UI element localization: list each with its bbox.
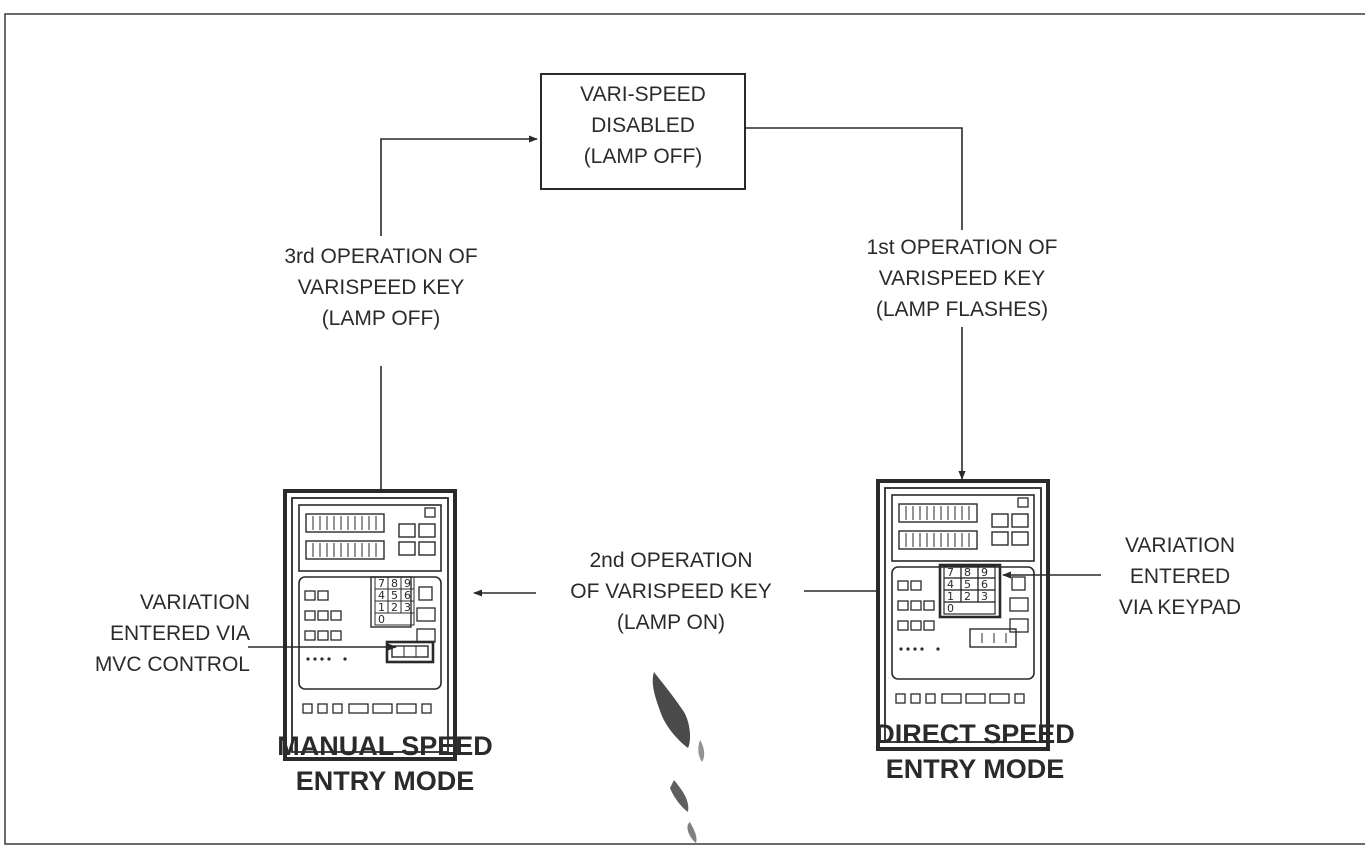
connector-first-upper bbox=[745, 127, 963, 230]
keypad-digit: 6 bbox=[404, 589, 411, 602]
keypad-digit: 0 bbox=[378, 613, 385, 626]
keypad-digit: 1 bbox=[947, 590, 954, 603]
direct-mode-title: DIRECT SPEED ENTRY MODE bbox=[830, 717, 1120, 787]
top-box-line-2: DISABLED bbox=[591, 114, 695, 137]
manual-mode-line-1: MANUAL SPEED bbox=[277, 731, 493, 761]
keypad-digit: 8 bbox=[964, 566, 971, 579]
direct-input-line-3: VIA KEYPAD bbox=[1118, 596, 1242, 619]
direct-mvc-control bbox=[969, 628, 1017, 648]
manual-input-line-3: MVC CONTROL bbox=[94, 653, 250, 676]
top-box-line-1: VARI-SPEED bbox=[580, 83, 706, 106]
vari-speed-disabled-box bbox=[540, 73, 746, 190]
first-operation-line-1: 1st OPERATION OF bbox=[866, 236, 1058, 259]
vari-speed-disabled-label: VARI-SPEED DISABLED (LAMP OFF) bbox=[543, 75, 743, 172]
manual-mode-line-2: ENTRY MODE bbox=[295, 766, 475, 796]
keypad-digit: 5 bbox=[391, 589, 398, 602]
direct-keypad bbox=[938, 563, 1002, 619]
manual-input-line-2: ENTERED VIA bbox=[109, 622, 250, 645]
keypad-key bbox=[374, 612, 415, 626]
outer-frame bbox=[4, 13, 1365, 845]
keypad-digit: 5 bbox=[964, 578, 971, 591]
third-operation-label: 3rd OPERATION OF VARISPEED KEY (LAMP OFF… bbox=[244, 241, 518, 334]
manual-input-annotation: VARIATION ENTERED VIA MVC CONTROL bbox=[40, 587, 250, 680]
second-operation-label: 2nd OPERATION OF VARISPEED KEY (LAMP ON) bbox=[530, 545, 812, 638]
second-operation-line-3: (LAMP ON) bbox=[616, 611, 726, 634]
keypad-digit: 9 bbox=[404, 577, 411, 590]
keypad-digit: 4 bbox=[378, 589, 385, 602]
third-operation-line-3: (LAMP OFF) bbox=[321, 307, 441, 330]
keypad-digit: 6 bbox=[981, 578, 988, 591]
keypad-digit: 4 bbox=[947, 578, 954, 591]
direct-mode-line-2: ENTRY MODE bbox=[885, 754, 1065, 784]
second-operation-line-1: 2nd OPERATION bbox=[589, 549, 753, 572]
mvc-control bbox=[385, 640, 435, 664]
third-operation-line-1: 3rd OPERATION OF bbox=[284, 245, 478, 268]
keypad-digit: 2 bbox=[964, 590, 971, 603]
keypad-digit: 2 bbox=[391, 601, 398, 614]
direct-input-line-2: ENTERED bbox=[1129, 565, 1231, 588]
first-operation-line-2: VARISPEED KEY bbox=[878, 267, 1046, 290]
manual-console-device bbox=[283, 489, 457, 761]
keypad-digit: 9 bbox=[981, 566, 988, 579]
keypad-digit: 3 bbox=[404, 601, 411, 614]
keypad-digit: 8 bbox=[391, 577, 398, 590]
keypad-digit: 0 bbox=[947, 602, 954, 615]
third-operation-line-2: VARISPEED KEY bbox=[297, 276, 465, 299]
keypad-digit: 7 bbox=[947, 566, 954, 579]
manual-input-line-1: VARIATION bbox=[139, 591, 250, 614]
first-operation-label: 1st OPERATION OF VARISPEED KEY (LAMP FLA… bbox=[840, 232, 1084, 325]
manual-mode-title: MANUAL SPEED ENTRY MODE bbox=[240, 729, 530, 799]
keypad-key bbox=[943, 601, 996, 615]
keypad-digit: 1 bbox=[378, 601, 385, 614]
arrow-third-operation bbox=[380, 135, 538, 236]
direct-console-device bbox=[876, 479, 1050, 751]
direct-input-annotation: VARIATION ENTERED VIA KEYPAD bbox=[1100, 530, 1260, 623]
top-box-line-3: (LAMP OFF) bbox=[583, 145, 703, 168]
second-operation-line-2: OF VARISPEED KEY bbox=[570, 580, 772, 603]
direct-mode-line-1: DIRECT SPEED bbox=[875, 719, 1075, 749]
direct-input-line-1: VARIATION bbox=[1124, 534, 1236, 557]
first-operation-line-3: (LAMP FLASHES) bbox=[875, 298, 1049, 321]
scan-smudge bbox=[652, 672, 705, 843]
keypad-digit: 7 bbox=[378, 577, 385, 590]
keypad-digit: 3 bbox=[981, 590, 988, 603]
